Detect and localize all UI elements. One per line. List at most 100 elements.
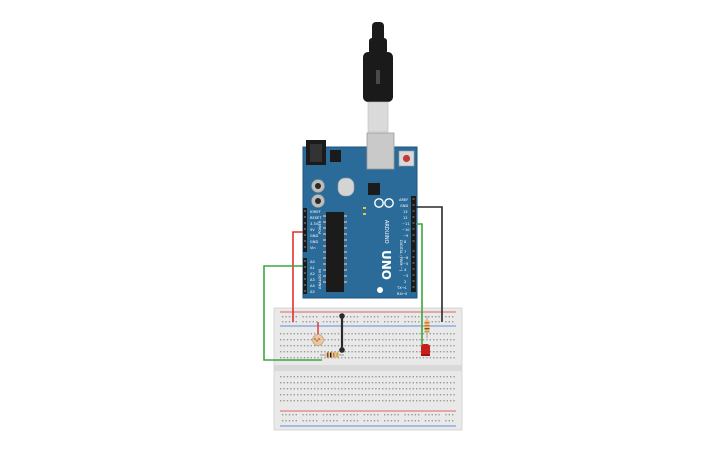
breadboard-hole [439, 351, 442, 353]
breadboard-hole [407, 321, 410, 323]
breadboard-hole [385, 339, 387, 341]
breadboard-hole [354, 400, 357, 402]
breadboard-hole [361, 339, 363, 341]
breadboard-hole [429, 351, 431, 353]
breadboard-hole [312, 420, 314, 422]
breadboard-hole [424, 420, 427, 422]
breadboard-hole [354, 376, 357, 378]
breadboard-hole [286, 376, 289, 378]
resistor-ldr[interactable] [320, 352, 344, 358]
breadboard-hole [399, 333, 401, 335]
breadboard-hole [416, 400, 418, 402]
breadboard-hole [290, 357, 292, 359]
breadboard-hole [361, 382, 363, 384]
breadboard-hole [365, 388, 367, 390]
breadboard-hole [368, 339, 370, 341]
pin-label-3: ~3 [403, 274, 408, 278]
breadboard-hole [334, 400, 336, 402]
breadboard-hole [371, 339, 374, 341]
photoresistor[interactable] [312, 334, 324, 346]
breadboard-hole [365, 382, 367, 384]
breadboard-hole [280, 382, 282, 384]
breadboard-hole [450, 351, 452, 353]
breadboard-hole [314, 333, 316, 335]
breadboard-hole [361, 357, 363, 359]
breadboard-hole [361, 394, 363, 396]
breadboard-hole [322, 321, 325, 323]
led[interactable] [421, 344, 430, 356]
breadboard-hole [286, 388, 289, 390]
breadboard-hole [422, 382, 425, 384]
arduino-uno-board[interactable]: ARDUINO UNO IOREF RESET 3.3V 5V GND GND … [302, 132, 418, 299]
pin-label-12: 12 [403, 216, 408, 220]
breadboard-hole [346, 420, 348, 422]
breadboard-hole [286, 345, 289, 347]
breadboard-hole [285, 420, 287, 422]
breadboard-hole [426, 400, 428, 402]
breadboard-hole [348, 339, 350, 341]
breadboard-hole [348, 345, 350, 347]
breadboard-hole [324, 345, 326, 347]
breadboard-hole [416, 333, 418, 335]
breadboard-hole [326, 414, 328, 416]
breadboard[interactable] [273, 307, 463, 431]
breadboard-hole [316, 321, 318, 323]
breadboard-hole [405, 400, 408, 402]
pin-label-a5: A5 [310, 290, 315, 294]
breadboard-hole [310, 333, 312, 335]
breadboard-hole [382, 333, 384, 335]
breadboard-hole [354, 357, 357, 359]
breadboard-hole [322, 414, 325, 416]
breadboard-hole [448, 316, 450, 318]
breadboard-hole [320, 357, 323, 359]
breadboard-hole [331, 388, 333, 390]
breadboard-hole [438, 316, 440, 318]
breadboard-hole [450, 357, 452, 359]
breadboard-hole [300, 394, 302, 396]
breadboard-hole [384, 316, 386, 318]
breadboard-hole [320, 394, 323, 396]
breadboard-hole [303, 394, 306, 396]
breadboard-hole [419, 376, 421, 378]
breadboard-hole [405, 388, 408, 390]
board-model: UNO [379, 250, 393, 280]
breadboard-hole [446, 357, 448, 359]
wires [263, 206, 443, 361]
breadboard-hole [310, 376, 312, 378]
breadboard-hole [356, 316, 359, 318]
breadboard-hole [392, 339, 394, 341]
resistor-led[interactable] [424, 316, 430, 338]
breadboard-hole [453, 376, 455, 378]
breadboard-hole [375, 394, 377, 396]
breadboard-hole [286, 357, 289, 359]
pin-label-a2: A2 [310, 272, 315, 276]
breadboard-hole [350, 321, 352, 323]
breadboard-hole [373, 316, 376, 318]
breadboard-hole [351, 394, 353, 396]
breadboard-hole [436, 388, 438, 390]
breadboard-hole [290, 345, 292, 347]
breadboard-hole [344, 339, 346, 341]
breadboard-hole [435, 414, 437, 416]
breadboard-hole [334, 345, 336, 347]
breadboard-hole [336, 321, 338, 323]
breadboard-hole [439, 376, 442, 378]
breadboard-hole [433, 339, 435, 341]
breadboard-hole [411, 414, 413, 416]
breadboard-hole [450, 345, 452, 347]
breadboard-hole [300, 345, 302, 347]
breadboard-hole [363, 420, 365, 422]
breadboard-hole [326, 316, 328, 318]
breadboard-hole [414, 316, 416, 318]
breadboard-hole [365, 333, 367, 335]
breadboard-hole [324, 382, 326, 384]
breadboard-hole [397, 316, 399, 318]
breadboard-hole [387, 420, 389, 422]
breadboard-hole [337, 339, 340, 341]
breadboard-hole [331, 351, 333, 353]
pin-label-gnd-top: GND [400, 204, 408, 208]
breadboard-hole [280, 388, 282, 390]
breadboard-hole [326, 420, 328, 422]
breadboard-hole [354, 388, 357, 390]
breadboard-hole [336, 420, 338, 422]
